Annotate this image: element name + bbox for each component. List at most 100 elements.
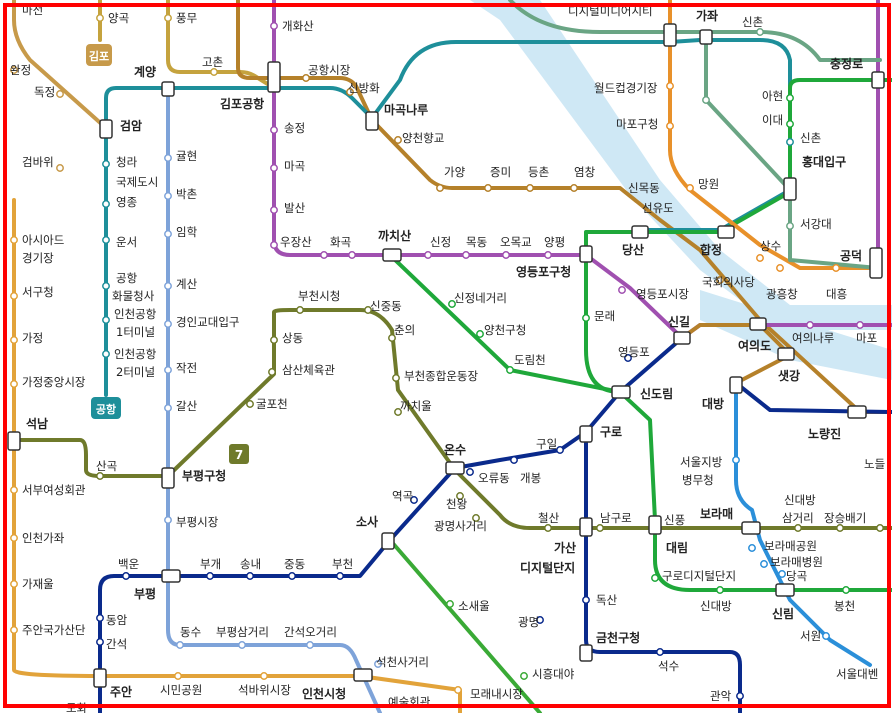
station-label-dongam[interactable]: 동암 <box>106 613 128 627</box>
station-label-magongnaru[interactable]: 마곡나루 <box>384 102 428 117</box>
station-dot[interactable] <box>436 184 444 192</box>
station-label-jeungmi[interactable]: 증미 <box>490 165 511 179</box>
station-label-magok[interactable]: 마곡 <box>284 159 305 173</box>
station-dot[interactable] <box>424 251 432 259</box>
station-dot[interactable] <box>96 472 104 480</box>
station-label-mullae[interactable]: 문래 <box>594 309 615 323</box>
station-dot[interactable] <box>618 286 626 294</box>
station-label-gaehwasan[interactable]: 개화산 <box>282 19 314 33</box>
station-dot[interactable] <box>596 524 604 532</box>
station-dot[interactable] <box>96 614 104 622</box>
hongik-marker[interactable] <box>783 177 797 201</box>
station-dot[interactable] <box>476 330 484 338</box>
bupyeong-marker[interactable] <box>161 569 181 583</box>
onsu-marker[interactable] <box>445 461 465 475</box>
station-label-siheung-daeya[interactable]: 시흥대야 <box>532 667 575 681</box>
station-dot[interactable] <box>176 641 184 649</box>
station-label-sindaebang[interactable]: 신대방 <box>700 599 732 613</box>
station-label-gwangmyeong-sageori[interactable]: 광명사거리 <box>434 519 487 533</box>
station-label-dorimcheon[interactable]: 도림천 <box>514 353 546 367</box>
station-dot[interactable] <box>456 492 464 500</box>
station-label-baegun[interactable]: 백운 <box>118 557 139 571</box>
station-dot[interactable] <box>102 160 110 168</box>
station-dot[interactable] <box>246 572 254 580</box>
station-label-arts-center[interactable]: 예술회관 <box>388 695 431 709</box>
gasan-marker[interactable] <box>579 517 593 537</box>
station-label-seoksu[interactable]: 석수 <box>658 659 679 673</box>
station-label-incheon-airport-t2-2[interactable]: 2터미널 <box>116 365 155 379</box>
station-label-seoul-local-labor[interactable]: 서울지방 <box>680 455 723 469</box>
station-label-guil[interactable]: 구일 <box>536 437 557 451</box>
station-dot[interactable] <box>806 321 814 329</box>
station-label-gwanak[interactable]: 관악 <box>710 689 732 703</box>
station-dot[interactable] <box>96 14 104 22</box>
station-dot[interactable] <box>510 456 518 464</box>
station-dot[interactable] <box>164 516 172 524</box>
station-label-oryu-dong[interactable]: 오류동 <box>478 471 510 485</box>
station-dot[interactable] <box>756 254 764 262</box>
station-label-sindorim[interactable]: 신도림 <box>640 386 673 401</box>
station-label-chunui[interactable]: 춘의 <box>394 323 415 337</box>
station-label-guro[interactable]: 구로 <box>600 425 622 439</box>
station-label-seoul-nat-univ[interactable]: 서울대벤 <box>836 667 878 681</box>
station-dot[interactable] <box>10 292 18 300</box>
station-dot[interactable] <box>164 154 172 162</box>
station-dot[interactable] <box>164 320 172 328</box>
station-label-gukje-dosi[interactable]: 국제도시 <box>116 175 158 189</box>
station-label-daerim[interactable]: 대림 <box>666 541 688 555</box>
station-label-balsan[interactable]: 발산 <box>284 201 306 215</box>
station-dot[interactable] <box>736 692 744 700</box>
station-dot[interactable] <box>776 264 784 272</box>
station-label-gwangmyeong[interactable]: 광명 <box>518 615 539 629</box>
station-dot[interactable] <box>10 336 18 344</box>
station-dot[interactable] <box>656 648 664 656</box>
station-dot[interactable] <box>786 120 794 128</box>
station-label-unseo[interactable]: 운서 <box>116 235 137 249</box>
line-1[interactable] <box>98 336 684 715</box>
station-dot[interactable] <box>716 276 724 284</box>
magongnaru-marker[interactable] <box>365 111 379 131</box>
station-dot[interactable] <box>56 90 64 98</box>
station-dot[interactable] <box>666 82 674 90</box>
station-label-yanggok[interactable]: 양곡 <box>108 11 129 25</box>
station-dot[interactable] <box>56 164 64 172</box>
station-label-daebang[interactable]: 대방 <box>702 396 724 411</box>
station-dot[interactable] <box>786 222 794 230</box>
station-dot[interactable] <box>666 122 674 130</box>
station-label-gaebong[interactable]: 개봉 <box>520 471 541 485</box>
station-dot[interactable] <box>686 184 694 192</box>
kkachisan-marker[interactable] <box>382 248 402 262</box>
gimpo-line-2[interactable] <box>166 0 276 90</box>
station-label-juan-national-industrial[interactable]: 주안국가산단 <box>22 623 86 637</box>
station-label-bucheon-city-hall[interactable]: 부천시청 <box>298 289 340 303</box>
singil-marker[interactable] <box>673 331 691 345</box>
station-dot[interactable] <box>260 672 268 680</box>
station-label-hongik-univ[interactable]: 홍대입구 <box>802 154 846 169</box>
incheon-city-hall-marker[interactable] <box>353 668 373 682</box>
station-label-seoul-local-labor-2[interactable]: 병무청 <box>682 473 714 487</box>
station-dot[interactable] <box>164 14 172 22</box>
station-label-yangcheon-hyanggyo[interactable]: 양천향교 <box>402 131 444 145</box>
station-dot[interactable] <box>336 572 344 580</box>
station-label-gonghang-market[interactable]: 공항시장 <box>308 63 351 77</box>
station-label-seowon[interactable]: 서원 <box>800 629 821 643</box>
station-label-idae[interactable]: 이대 <box>762 113 783 127</box>
station-dot[interactable] <box>454 686 462 694</box>
station-dot[interactable] <box>364 306 372 314</box>
station-dot[interactable] <box>102 316 110 324</box>
station-label-gochon[interactable]: 고촌 <box>202 55 223 69</box>
station-dot[interactable] <box>651 574 659 582</box>
station-label-nodeul[interactable]: 노들 <box>864 457 885 471</box>
station-label-sinjung-dong[interactable]: 신중동 <box>370 299 402 313</box>
station-label-seonyudo[interactable]: 선유도 <box>642 201 674 215</box>
station-label-sindaebang-samgeori-2[interactable]: 삼거리 <box>782 511 814 525</box>
station-dot[interactable] <box>348 251 356 259</box>
station-label-incheon-airport-t1-2[interactable]: 1터미널 <box>116 325 155 339</box>
station-dot[interactable] <box>246 400 254 408</box>
station-label-sosa[interactable]: 소사 <box>356 514 378 529</box>
station-label-gyesan[interactable]: 계산 <box>176 277 198 291</box>
station-label-sinbanghwa[interactable]: 신방화 <box>348 81 380 95</box>
station-dot[interactable] <box>102 282 110 290</box>
station-label-kkachiul[interactable]: 까치울 <box>400 399 432 413</box>
juan-marker[interactable] <box>93 668 107 688</box>
